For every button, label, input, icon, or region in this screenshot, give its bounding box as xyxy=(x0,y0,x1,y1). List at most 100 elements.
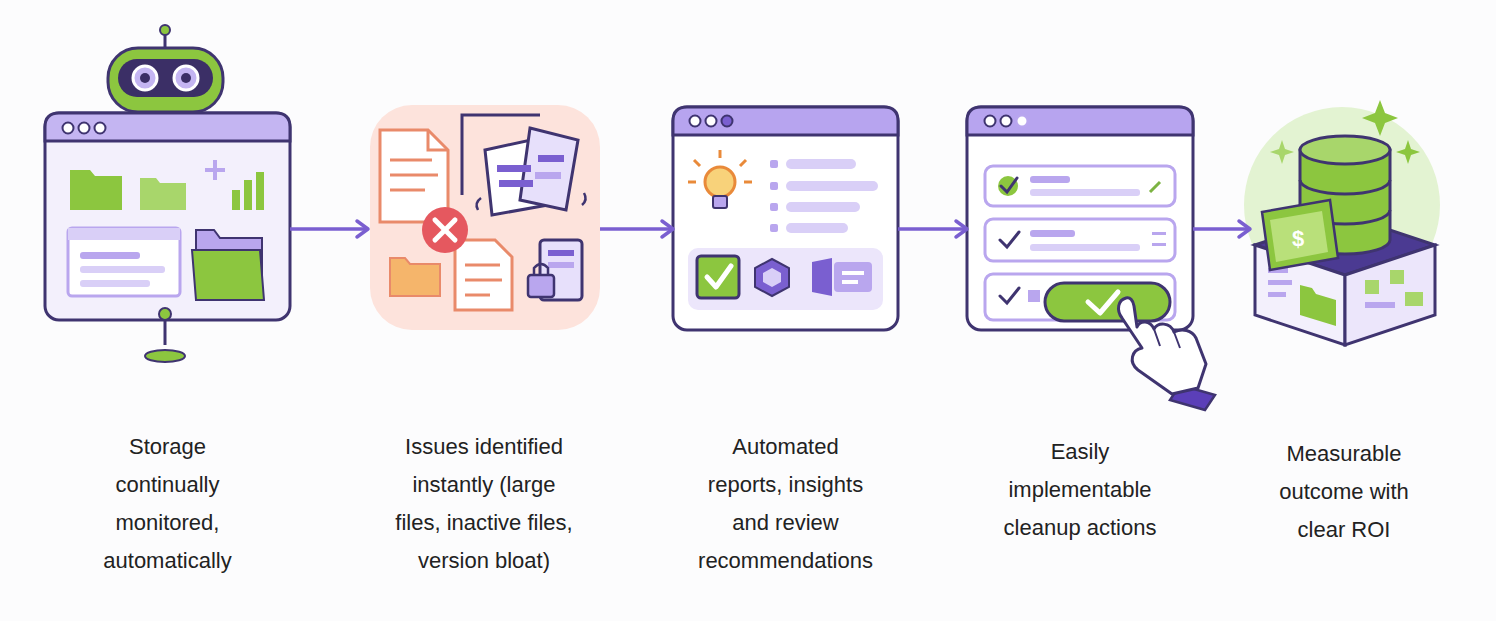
robot-head xyxy=(108,25,223,112)
robot-head-part xyxy=(118,59,213,97)
stage-box: Storage continually monitored, automatic… xyxy=(45,110,290,348)
report-window-part xyxy=(673,107,898,135)
issues-cluster-part xyxy=(422,207,468,253)
monitor-window-part xyxy=(68,228,180,296)
pointer-hand xyxy=(1119,298,1215,410)
flow-arrow xyxy=(600,221,673,237)
outcome-box-part xyxy=(1262,200,1338,270)
issues-cluster-part xyxy=(528,275,554,297)
issues-cluster-part xyxy=(477,198,481,210)
issues-cluster-part xyxy=(390,189,425,192)
action-window-part xyxy=(1028,290,1040,302)
issues-cluster-part xyxy=(534,264,548,275)
action-window-part xyxy=(967,107,1193,135)
flow-arrow xyxy=(898,221,967,237)
pointer-hand-part xyxy=(1154,329,1160,346)
stage-caption: Automated reports, insights and review r… xyxy=(696,428,876,580)
action-window-part xyxy=(1030,244,1140,251)
pointer-hand-part xyxy=(1174,332,1180,348)
issues-cluster-part xyxy=(465,279,502,282)
stage-box: Automated reports, insights and review r… xyxy=(673,110,898,348)
outcome-box-part xyxy=(1268,280,1292,285)
issues-cluster-part xyxy=(465,264,500,267)
action-window-part xyxy=(967,107,1193,330)
arrow-line xyxy=(1193,227,1250,231)
action-window-part xyxy=(985,219,1175,261)
monitor-window-part xyxy=(45,113,290,141)
report-window-part xyxy=(688,248,883,310)
monitor-window-part xyxy=(159,308,171,320)
arrow-head xyxy=(1239,221,1250,237)
monitor-window-part xyxy=(256,172,264,210)
monitor-window-part xyxy=(205,168,225,172)
action-window-part xyxy=(1000,232,1019,247)
report-window-part xyxy=(697,256,739,298)
issues-cluster-part xyxy=(582,193,586,205)
outcome-box-part xyxy=(1365,280,1379,294)
report-window-part xyxy=(786,159,856,169)
action-window-part xyxy=(1001,116,1012,127)
robot-head-part xyxy=(160,25,170,35)
report-window-part xyxy=(834,262,872,292)
monitor-window-part xyxy=(140,178,186,210)
issues-cluster-part xyxy=(390,258,440,296)
outcome-box-part xyxy=(1268,292,1286,297)
issues-cluster-part xyxy=(455,240,512,310)
action-window-part xyxy=(1152,232,1166,235)
outcome-box-part xyxy=(1270,211,1328,262)
robot-head-part xyxy=(108,48,223,112)
action-window-part xyxy=(998,176,1018,196)
monitor-window-part xyxy=(95,123,106,134)
robot-head-part xyxy=(181,73,191,83)
monitor-window xyxy=(45,113,290,362)
action-window xyxy=(967,107,1193,330)
report-window-part xyxy=(770,203,778,211)
report-window-part xyxy=(763,268,781,287)
monitor-window-part xyxy=(145,350,185,362)
flow-arrow xyxy=(1193,221,1250,237)
outcome-box-part xyxy=(1300,136,1390,164)
issues-cluster-part xyxy=(535,172,561,179)
report-window-part xyxy=(690,116,701,127)
action-window-part xyxy=(1152,243,1166,246)
report-window-part xyxy=(786,202,860,212)
outcome-box-part xyxy=(1300,180,1390,194)
report-window-part xyxy=(694,160,700,166)
outcome-box-part xyxy=(1300,285,1336,326)
arrow-line xyxy=(600,227,673,231)
report-window-part xyxy=(786,223,848,233)
report-window-part xyxy=(786,181,878,191)
monitor-window-part xyxy=(63,123,74,134)
issues-cluster xyxy=(370,105,600,330)
monitor-window-part xyxy=(232,190,240,210)
issues-cluster-part xyxy=(390,159,432,162)
report-window-part xyxy=(812,258,832,296)
report-window-part xyxy=(744,181,752,184)
arrow-head xyxy=(662,221,673,237)
monitor-window-part xyxy=(164,320,167,345)
robot-head-part xyxy=(133,66,157,90)
action-window-part xyxy=(1030,189,1140,196)
action-window-part xyxy=(1045,283,1170,321)
report-window-part xyxy=(719,150,722,158)
monitor-window-part xyxy=(70,170,122,210)
action-window-part xyxy=(1088,292,1118,313)
issues-cluster-part xyxy=(548,250,574,256)
stage-box: Measurable outcome with clear ROI xyxy=(1250,110,1438,348)
issues-cluster-part xyxy=(428,130,448,150)
report-window-part xyxy=(842,271,864,275)
action-window-part xyxy=(1000,288,1019,303)
report-window-part xyxy=(673,107,898,330)
issues-cluster-part xyxy=(497,165,531,172)
outcome-box-part xyxy=(1362,100,1398,136)
issues-cluster-part xyxy=(548,262,574,268)
issues-cluster-part xyxy=(499,180,533,187)
outcome-box-part xyxy=(1405,292,1423,306)
issues-cluster-part xyxy=(435,220,455,240)
stage-box: Issues identified instantly (large files… xyxy=(368,110,600,348)
issues-cluster-part xyxy=(435,220,455,240)
report-window-part xyxy=(688,181,696,184)
arrow-head xyxy=(956,221,967,237)
stage-box: Easily implementable cleanup actions xyxy=(967,110,1193,348)
